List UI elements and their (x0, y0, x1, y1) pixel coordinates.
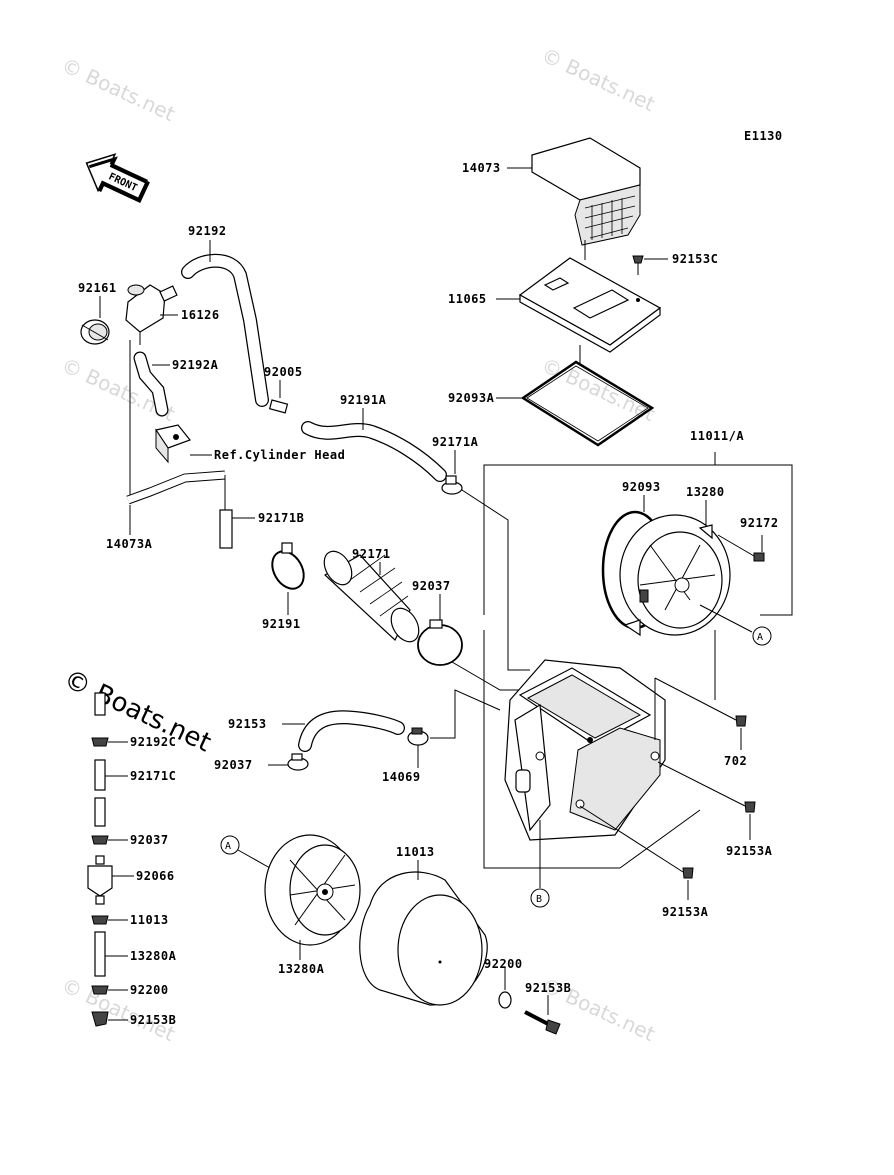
bolt-92153b (524, 1010, 561, 1035)
label-11011a: 11011/A (690, 429, 744, 443)
label-92161: 92161 (78, 281, 117, 295)
label-92153c: 92153C (672, 252, 718, 266)
bracket-11011a (483, 452, 793, 869)
callout-b-label: B (536, 894, 542, 905)
label-92200: 92200 (484, 957, 523, 971)
label-14073: 14073 (462, 161, 501, 175)
ref-cylinder-head-label: Ref.Cylinder Head (214, 448, 345, 462)
label-92153: 702 (724, 754, 747, 768)
clamp-92037a (407, 727, 429, 746)
label-13280: 13280 (686, 485, 725, 499)
cylinder-head-fitting (155, 424, 191, 464)
bolt-92153a-bottom (579, 805, 694, 879)
callout-a-label: A (757, 632, 763, 643)
label-92171c: 92037 (214, 758, 253, 772)
front-arrow-icon: FRONT (85, 153, 150, 204)
hose-92192b-section (219, 509, 233, 549)
label-92093: 92093 (622, 480, 661, 494)
diagram-code: E1130 (744, 129, 783, 143)
label-92172: 92172 (740, 516, 779, 530)
label-16126: 16126 (181, 308, 220, 322)
cage-13280a (264, 834, 361, 946)
label-92191: 92171C (130, 769, 176, 783)
bolt-92153c (632, 255, 644, 275)
label-92171: 92191 (262, 617, 301, 631)
screw-92172 (717, 534, 765, 562)
label-92191a: 92191A (340, 393, 387, 407)
hose-92192c (298, 710, 405, 752)
small-hose-kit (87, 692, 113, 1027)
label-92153b: 92153B (525, 981, 571, 995)
label-14069: 92066 (136, 869, 175, 883)
label-92066: 92153B (130, 1013, 176, 1027)
label-92153a-right: 92153A (726, 844, 773, 858)
label-92192b: 14073A (106, 537, 153, 551)
duct-14073a (323, 550, 420, 643)
clamp-92171 (271, 542, 305, 590)
hose-92191a (301, 421, 447, 482)
label-702: 13280A (130, 949, 177, 963)
airbox-housing (504, 659, 666, 841)
label-92037-4: 92200 (130, 983, 169, 997)
gasket-92093a (520, 360, 655, 447)
callout-b: B (530, 888, 550, 908)
clamp-92171a (441, 475, 463, 495)
hose-92192 (181, 253, 269, 407)
hose-92192b (126, 340, 226, 510)
watermark: © Boats.net (538, 43, 659, 116)
label-92037-3: 11013 (130, 913, 169, 927)
label-13280a-text: 13280A (278, 962, 325, 976)
filter-element-14073 (531, 137, 641, 246)
callout-a: A (752, 626, 772, 646)
valve-16126 (125, 284, 178, 345)
label-92192: 92192 (188, 224, 227, 238)
fitting-92005 (268, 380, 289, 414)
prefilter-11013 (359, 871, 488, 1006)
bolt-92153a-right (657, 761, 756, 813)
label-92153a-bottom: 92153A (662, 905, 709, 919)
bolt-92153 (654, 677, 747, 740)
label-92037a: 14069 (382, 770, 421, 784)
label-92192b-paren: 92171B (258, 511, 304, 525)
label-11013-text: 11013 (396, 845, 435, 859)
label-92171b: 92037 (412, 579, 451, 593)
callout-a-bottom-label: A (225, 841, 231, 852)
label-92037-1: 92192C (130, 735, 176, 749)
label-92005: 92005 (264, 365, 303, 379)
label-92093a: 92093A (448, 391, 495, 405)
watermark: © Boats.net (58, 53, 179, 126)
callout-a-bottom: A (220, 835, 240, 855)
label-11065: 11065 (448, 292, 487, 306)
label-92037-2: 92037 (130, 833, 169, 847)
hose-92192a (133, 351, 169, 417)
washer-92200 (498, 991, 512, 1009)
cover-13280 (619, 514, 731, 637)
cap-92161 (80, 319, 110, 345)
clamp-92171b (417, 619, 463, 666)
label-92171a: 92171A (432, 435, 479, 449)
cover-plate-11065 (518, 257, 662, 353)
clamp-92171c (287, 753, 309, 771)
label-92192c: 92153 (228, 717, 267, 731)
label-92192a: 92192A (172, 358, 219, 372)
label-14073a: 92171 (352, 547, 391, 561)
